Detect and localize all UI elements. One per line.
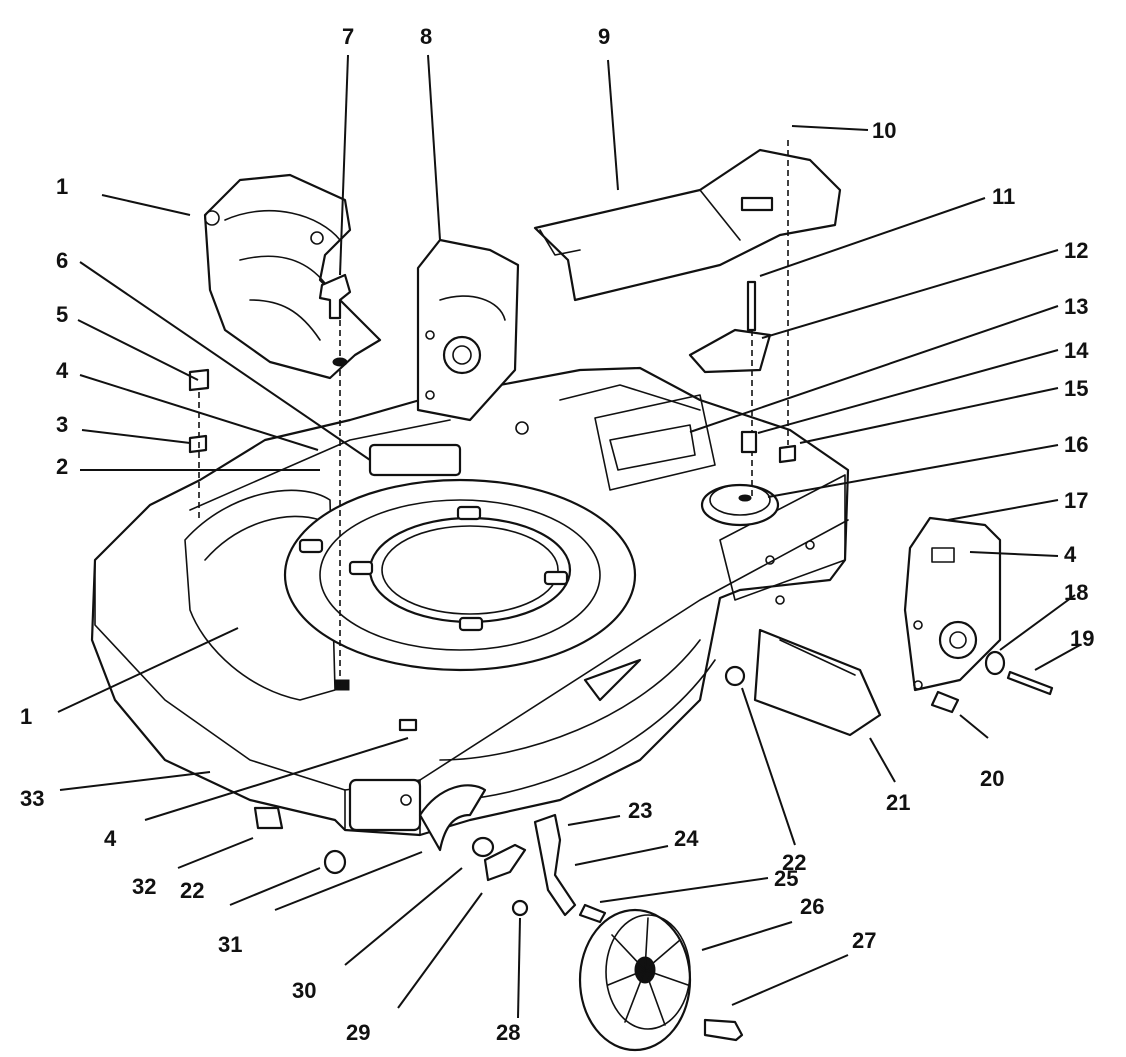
callout-3: 3 xyxy=(56,412,69,437)
side-plate-right xyxy=(903,516,1002,692)
right-hardware xyxy=(930,650,1054,714)
callout-30: 30 xyxy=(292,978,317,1003)
callout-17: 17 xyxy=(1064,488,1089,513)
callout-18: 18 xyxy=(1064,580,1089,605)
rear-discharge-cover xyxy=(203,173,382,380)
callout-32: 32 xyxy=(132,874,157,899)
callout-33: 33 xyxy=(20,786,45,811)
callout-4-left: 4 xyxy=(56,358,69,383)
callout-29: 29 xyxy=(346,1020,371,1045)
bracket-assembly xyxy=(688,140,797,500)
callout-19: 19 xyxy=(1070,626,1095,651)
knob xyxy=(318,273,352,690)
leader-lines xyxy=(57,54,1081,1019)
callout-11: 11 xyxy=(992,184,1016,209)
callout-28: 28 xyxy=(496,1020,521,1045)
mower-deck xyxy=(90,366,850,837)
callout-8: 8 xyxy=(420,24,433,49)
callout-13: 13 xyxy=(1064,294,1089,319)
callout-7: 7 xyxy=(342,24,355,49)
callout-6: 6 xyxy=(56,248,69,273)
callout-15: 15 xyxy=(1064,376,1089,401)
callout-16: 16 xyxy=(1064,432,1089,457)
callout-10: 10 xyxy=(872,118,897,143)
callout-22-left: 22 xyxy=(180,878,205,903)
callout-9: 9 xyxy=(598,24,611,49)
height-adjust-assembly xyxy=(253,784,607,924)
callout-4-right: 4 xyxy=(1064,542,1077,567)
callout-21: 21 xyxy=(886,790,911,815)
callout-14: 14 xyxy=(1064,338,1089,363)
callout-24: 24 xyxy=(674,826,699,851)
callout-26: 26 xyxy=(800,894,825,919)
callout-27: 27 xyxy=(852,928,877,953)
callout-4-front: 4 xyxy=(104,826,117,851)
callout-22-right: 22 xyxy=(782,850,807,875)
callout-12: 12 xyxy=(1064,238,1089,263)
front-wheel xyxy=(578,908,744,1052)
callout-1-deck: 1 xyxy=(20,704,33,729)
callout-20: 20 xyxy=(980,766,1005,791)
callout-1-cover: 1 xyxy=(56,174,69,199)
callout-25: 25 xyxy=(774,866,799,891)
callout-31: 31 xyxy=(218,932,243,957)
rear-axle xyxy=(724,628,882,737)
callout-5: 5 xyxy=(56,302,69,327)
side-plate-left xyxy=(416,238,520,422)
callout-2: 2 xyxy=(56,454,69,479)
top-cover xyxy=(533,148,842,302)
callout-23: 23 xyxy=(628,798,653,823)
